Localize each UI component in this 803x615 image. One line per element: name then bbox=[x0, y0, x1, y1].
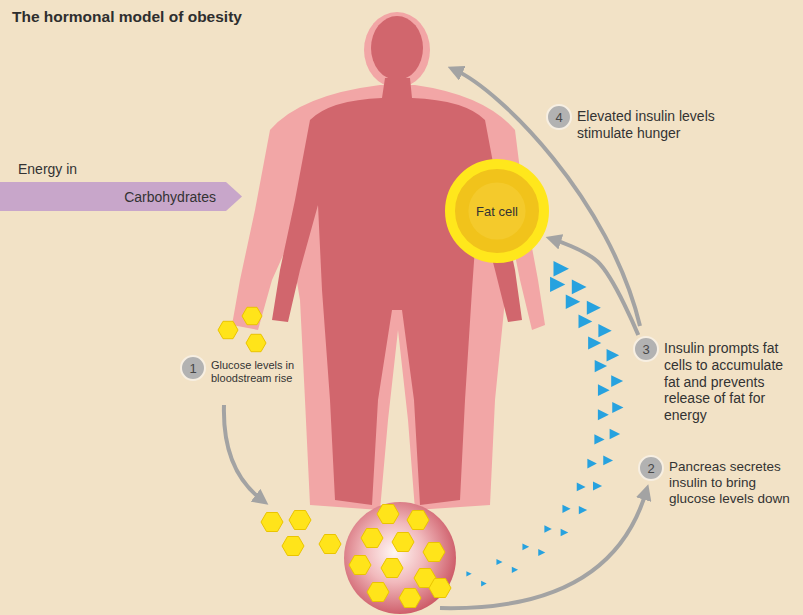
insulin-triangle bbox=[466, 571, 471, 576]
insulin-triangle bbox=[544, 525, 551, 532]
glucose-hexagon bbox=[361, 529, 383, 548]
insulin-triangle bbox=[554, 261, 569, 276]
glucose-hexagon bbox=[429, 579, 451, 598]
callout-number: 3 bbox=[633, 336, 659, 362]
insulin-triangle bbox=[593, 481, 602, 490]
glucose-hexagon bbox=[377, 505, 399, 524]
insulin-triangle bbox=[496, 559, 502, 565]
title: The hormonal model of obesity bbox=[12, 8, 242, 26]
flow-arrow bbox=[440, 492, 646, 608]
insulin-triangle bbox=[598, 384, 610, 396]
insulin-triangle bbox=[577, 482, 586, 491]
insulin-triangle bbox=[579, 506, 587, 514]
glucose-hexagon bbox=[407, 511, 429, 530]
insulin-triangle bbox=[512, 567, 518, 573]
insulin-triangle bbox=[607, 349, 620, 362]
callout-text: Elevated insulin levels stimulate hunger bbox=[577, 108, 757, 142]
insulin-triangle bbox=[610, 429, 620, 439]
insulin-triangle bbox=[578, 315, 592, 329]
callout-number: 2 bbox=[638, 455, 664, 481]
insulin-triangle bbox=[550, 277, 565, 292]
glucose-hexagon bbox=[282, 537, 304, 556]
fat-cell-circle: Fat cell bbox=[445, 159, 549, 263]
glucose-hexagon bbox=[218, 321, 238, 338]
band-label: Carbohydrates bbox=[124, 189, 216, 205]
callout-step: 4Elevated insulin levels stimulate hunge… bbox=[546, 104, 757, 142]
insulin-triangle bbox=[566, 294, 580, 308]
callout-text: Insulin prompts fat cells to accumulate … bbox=[664, 340, 798, 424]
glucose-hexagon bbox=[423, 543, 445, 562]
glucose-molecules bbox=[218, 307, 451, 607]
insulin-triangle bbox=[603, 456, 613, 466]
flow-arrow bbox=[224, 405, 262, 500]
insulin-triangle bbox=[612, 402, 623, 413]
callout-number: 1 bbox=[180, 355, 206, 381]
callout-number: 4 bbox=[546, 104, 572, 130]
glucose-hexagon bbox=[242, 307, 262, 324]
energy-arrow-band: Carbohydrates bbox=[0, 182, 242, 211]
connector-arrow bbox=[553, 239, 638, 335]
insulin-triangle bbox=[561, 529, 569, 537]
insulin-triangle bbox=[572, 280, 587, 295]
callout-step: 2Pancreas secretes insulin to bring gluc… bbox=[638, 455, 801, 508]
glucose-hexagon bbox=[261, 513, 283, 532]
glucose-hexagon bbox=[399, 589, 421, 608]
insulin-triangle bbox=[481, 581, 487, 587]
callout-step: 1Glucose levels in bloodstream rise bbox=[180, 355, 297, 385]
insulin-particles bbox=[466, 261, 623, 586]
callout-text: Pancreas secretes insulin to bring gluco… bbox=[669, 459, 801, 508]
insulin-triangle bbox=[538, 549, 545, 556]
callout-text: Glucose levels in bloodstream rise bbox=[211, 359, 297, 385]
insulin-triangle bbox=[562, 505, 570, 513]
cell-membrane bbox=[450, 164, 544, 258]
bloodstream-sphere bbox=[344, 502, 456, 614]
insulin-triangle bbox=[588, 336, 601, 349]
glucose-hexagon bbox=[319, 535, 341, 554]
insulin-triangle bbox=[522, 543, 529, 550]
insulin-triangle bbox=[598, 324, 611, 337]
insulin-triangle bbox=[594, 434, 604, 444]
callout-step: 3Insulin prompts fat cells to accumulate… bbox=[633, 336, 798, 424]
glucose-hexagon bbox=[392, 533, 414, 552]
glucose-hexagon bbox=[246, 334, 266, 351]
insulin-triangle bbox=[587, 301, 601, 315]
body-outer-silhouette bbox=[232, 12, 545, 510]
insulin-triangle bbox=[598, 409, 609, 420]
insulin-triangle bbox=[587, 459, 597, 469]
glucose-hexagon bbox=[289, 511, 311, 530]
glucose-hexagon bbox=[381, 559, 403, 578]
insulin-triangle bbox=[595, 360, 607, 372]
glucose-hexagon bbox=[349, 556, 371, 575]
arrow-band-fill bbox=[0, 182, 242, 211]
cell-label: Fat cell bbox=[476, 204, 518, 219]
flow-label: Energy in bbox=[18, 161, 77, 177]
glucose-hexagon bbox=[367, 583, 389, 602]
insulin-triangle bbox=[611, 375, 623, 387]
cell-core bbox=[468, 182, 525, 239]
